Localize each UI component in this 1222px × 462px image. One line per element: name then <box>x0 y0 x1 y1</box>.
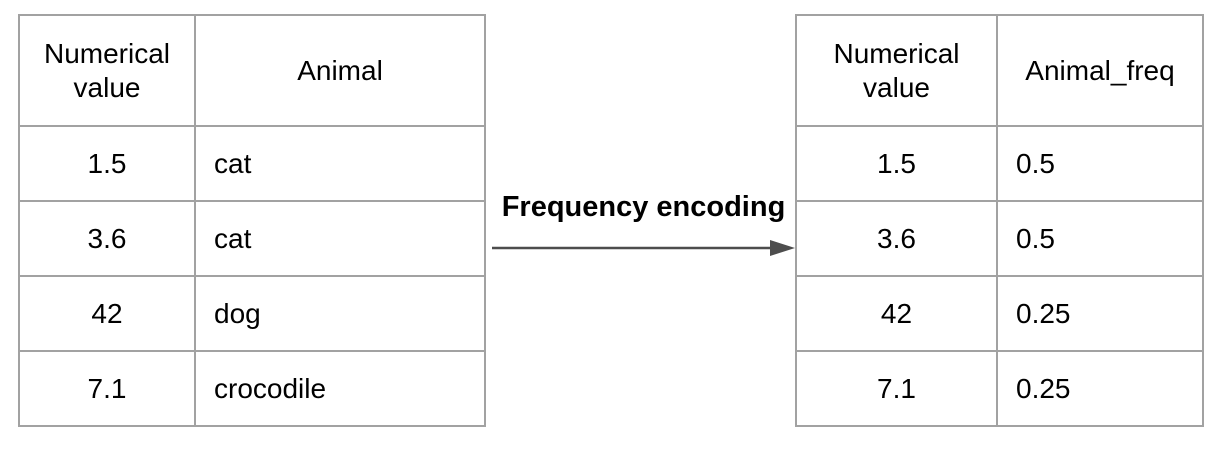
header-label: Numerical value <box>43 37 171 103</box>
right-arrow-icon <box>492 240 795 256</box>
header-label: Animal <box>297 54 383 86</box>
cell-animal-freq: 0.25 <box>996 350 1204 427</box>
cell-numerical-value: 7.1 <box>795 350 998 427</box>
cell-animal-freq: 0.5 <box>996 200 1204 277</box>
cell-animal: cat <box>194 125 486 202</box>
arrow-label: Frequency encoding <box>501 191 786 223</box>
table-row: 1.5 cat <box>18 125 486 202</box>
cell-animal: dog <box>194 275 486 352</box>
table-header-row: Numerical value Animal <box>18 14 486 127</box>
cell-numerical-value: 7.1 <box>18 350 196 427</box>
table-row: 7.1 0.25 <box>795 350 1204 427</box>
header-animal: Animal <box>194 14 486 127</box>
header-numerical-value: Numerical value <box>795 14 998 127</box>
table-row: 3.6 0.5 <box>795 200 1204 277</box>
cell-numerical-value: 1.5 <box>18 125 196 202</box>
cell-numerical-value: 42 <box>795 275 998 352</box>
cell-numerical-value: 3.6 <box>795 200 998 277</box>
table-header-row: Numerical value Animal_freq <box>795 14 1204 127</box>
cell-animal-freq: 0.25 <box>996 275 1204 352</box>
cell-numerical-value: 42 <box>18 275 196 352</box>
left-table: Numerical value Animal 1.5 cat 3.6 cat 4… <box>18 14 486 427</box>
cell-animal: cat <box>194 200 486 277</box>
table-row: 42 0.25 <box>795 275 1204 352</box>
table-row: 7.1 crocodile <box>18 350 486 427</box>
header-label: Numerical value <box>833 37 960 103</box>
table-row: 42 dog <box>18 275 486 352</box>
cell-animal: crocodile <box>194 350 486 427</box>
cell-numerical-value: 1.5 <box>795 125 998 202</box>
table-row: 1.5 0.5 <box>795 125 1204 202</box>
table-row: 3.6 cat <box>18 200 486 277</box>
cell-numerical-value: 3.6 <box>18 200 196 277</box>
right-table: Numerical value Animal_freq 1.5 0.5 3.6 … <box>795 14 1204 427</box>
header-animal-freq: Animal_freq <box>996 14 1204 127</box>
header-numerical-value: Numerical value <box>18 14 196 127</box>
header-label: Animal_freq <box>1025 54 1175 86</box>
cell-animal-freq: 0.5 <box>996 125 1204 202</box>
